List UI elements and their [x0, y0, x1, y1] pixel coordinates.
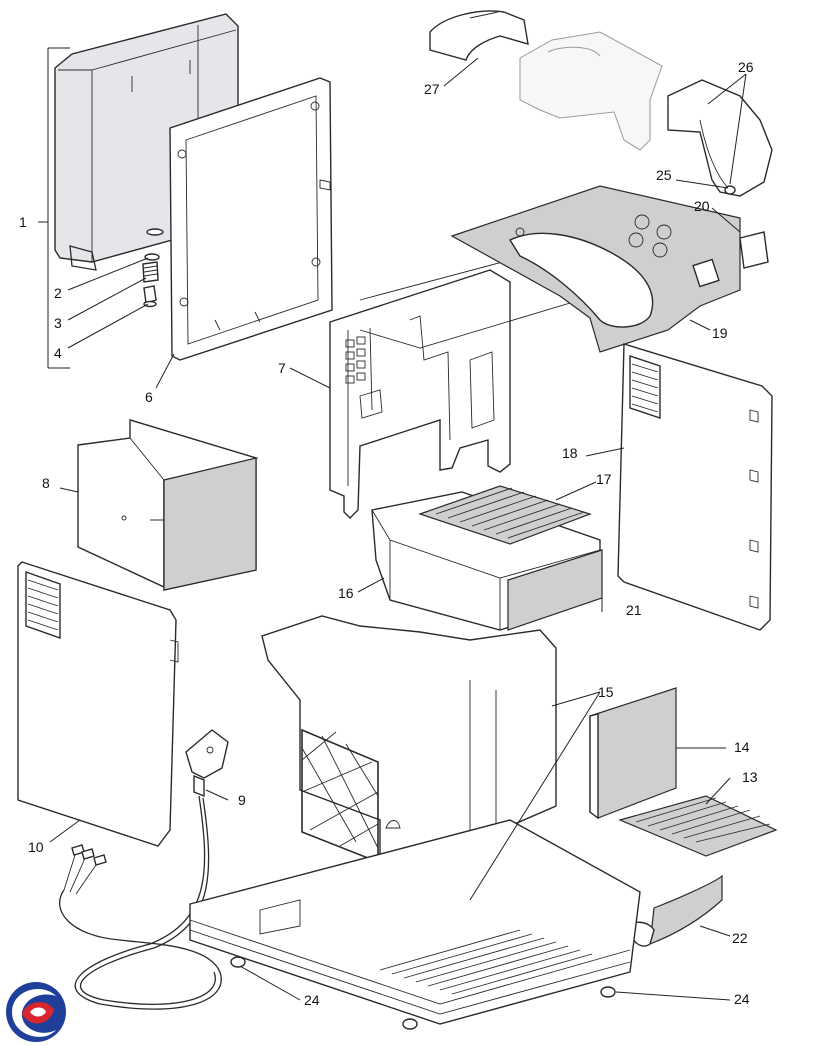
label-part-9: 9 [238, 792, 246, 808]
label-part-25: 25 [656, 167, 672, 183]
power-cord [59, 729, 229, 1010]
label-part-3: 3 [54, 315, 62, 331]
circular-swirl-brand-logo [6, 982, 66, 1042]
label-part-14: 14 [734, 739, 750, 755]
screw-25 [724, 185, 736, 195]
control-button-array [345, 336, 366, 384]
label-part-15: 15 [598, 684, 614, 700]
label-part-13: 13 [742, 769, 758, 785]
internal-chassis [329, 259, 581, 519]
base-plate [189, 819, 641, 1025]
label-part-2: 2 [54, 285, 62, 301]
label-part-6: 6 [145, 389, 153, 405]
ventilation-grille [25, 571, 61, 639]
label-part-4: 4 [54, 345, 62, 361]
label-part-26: 26 [738, 59, 754, 75]
tank-valve-parts [142, 253, 160, 308]
label-part-21: 21 [626, 602, 642, 618]
label-part-17: 17 [596, 471, 612, 487]
internal-housing-box [77, 419, 259, 591]
top-cover-panel [450, 185, 741, 353]
label-part-7: 7 [278, 360, 286, 376]
label-part-16: 16 [338, 585, 354, 601]
cover-clip [739, 231, 769, 269]
label-part-1: 1 [19, 214, 27, 230]
label-part-24-right: 24 [734, 991, 750, 1007]
rubber-foot [230, 956, 616, 1030]
drip-tray-grid [418, 485, 592, 545]
leader-lines [49, 57, 747, 1001]
label-part-19: 19 [712, 325, 728, 341]
rear-grille [618, 795, 778, 857]
rear-cover-panel [589, 687, 677, 820]
right-side-panel [617, 343, 773, 631]
curved-panel-22 [629, 874, 723, 947]
rear-panel-frame [169, 77, 333, 361]
part-number-labels: 1 2 3 4 6 7 8 9 10 13 14 15 16 17 18 19 … [19, 59, 758, 1008]
label-part-27: 27 [424, 81, 440, 97]
label-part-22: 22 [732, 930, 748, 946]
left-side-panel [17, 561, 179, 847]
label-part-24-left: 24 [304, 992, 320, 1008]
right-ventilation-grille [629, 355, 661, 419]
upper-cover-27 [429, 10, 529, 61]
dispenser-assembly-ghost [519, 31, 663, 151]
label-part-8: 8 [42, 475, 50, 491]
side-cover-26 [667, 79, 773, 197]
label-part-18: 18 [562, 445, 578, 461]
label-part-20: 20 [694, 198, 710, 214]
tank-group-bracket [38, 47, 70, 369]
label-part-10: 10 [28, 839, 44, 855]
